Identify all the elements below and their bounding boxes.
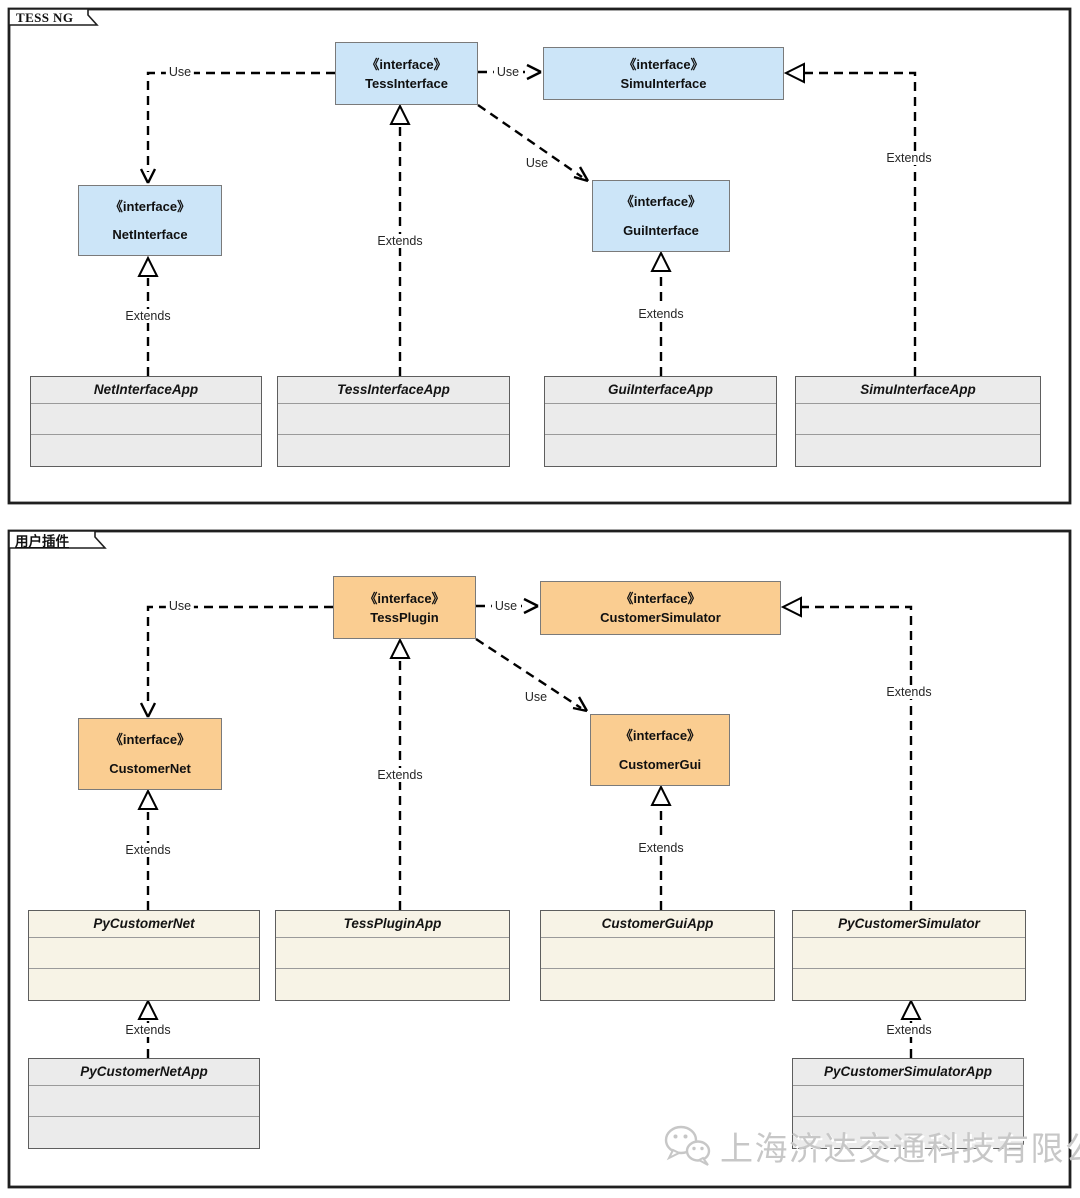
edge-label-use: Use [493, 65, 523, 79]
class-name: PyCustomerSimulator [838, 916, 980, 931]
class-name: TessInterfaceApp [337, 382, 450, 397]
interface-name: CustomerSimulator [600, 610, 721, 625]
watermark-text: 上海济达交通科技有限公司 [720, 1130, 1080, 1167]
class-name: GuiInterfaceApp [607, 382, 713, 397]
class-attributes-compartment [793, 937, 1025, 968]
stereotype-label: 《interface》 [619, 728, 701, 744]
class-attributes-compartment [278, 403, 509, 434]
class-name: CustomerGuiApp [601, 916, 714, 931]
edge-label-extends: Extends [122, 843, 174, 857]
interface-name: NetInterface [112, 227, 188, 242]
class-methods-compartment [278, 434, 509, 466]
stereotype-label: 《interface》 [620, 591, 701, 606]
package-title-user-plugin: 用户插件 [15, 534, 69, 549]
edge-label-extends: Extends [883, 151, 935, 165]
class-name: PyCustomerNet [93, 916, 195, 931]
edge-label-extends: Extends [883, 1023, 935, 1037]
edge-label-use: Use [522, 156, 552, 170]
interface-name: TessPlugin [370, 609, 439, 625]
class-customerguiapp: CustomerGuiApp [540, 910, 775, 1001]
wechat-icon [664, 1125, 711, 1166]
class-name: TessPluginApp [343, 916, 442, 931]
class-methods-compartment [29, 968, 259, 1000]
class-attributes-compartment [545, 403, 776, 434]
edge-extends-tesspluginapp-tessplugin [389, 637, 411, 910]
edge-extends-netinterfaceapp-netinterface [137, 255, 159, 376]
class-name: PyCustomerSimulatorApp [823, 1064, 993, 1079]
edge-label-use: Use [521, 690, 551, 704]
stereotype-label: 《interface》 [109, 732, 191, 748]
edge-label-extends: Extends [635, 307, 687, 321]
interface-simuinterface: 《interface》 SimuInterface [543, 47, 784, 100]
class-simuinterfaceapp: SimuInterfaceApp [795, 376, 1041, 467]
edge-label-extends: Extends [374, 234, 426, 248]
class-methods-compartment [545, 434, 776, 466]
class-methods-compartment [29, 1116, 259, 1148]
interface-tessplugin: 《interface》 TessPlugin [333, 576, 476, 639]
edge-label-extends: Extends [635, 841, 687, 855]
package-frame-tess-ng [7, 7, 1072, 505]
stereotype-label: 《interface》 [364, 590, 445, 606]
class-methods-compartment [796, 434, 1040, 466]
edge-use-tessinterface-guiinterface [477, 104, 590, 183]
package-title-tess-ng: TESS NG [16, 10, 74, 25]
class-methods-compartment [276, 968, 509, 1000]
edge-label-use: Use [491, 599, 521, 613]
class-attributes-compartment [29, 1085, 259, 1116]
edge-extends-pycustomernet-customernet [137, 788, 159, 910]
class-attributes-compartment [29, 937, 259, 968]
class-pycustomernet: PyCustomerNet [28, 910, 260, 1001]
class-name: SimuInterfaceApp [860, 382, 976, 397]
class-attributes-compartment [31, 403, 261, 434]
class-name: PyCustomerNetApp [80, 1064, 208, 1079]
edge-extends-guiinterfaceapp-guiinterface [650, 250, 672, 376]
interface-customersimulator: 《interface》 CustomerSimulator [540, 581, 781, 635]
edge-label-use: Use [165, 65, 195, 79]
class-name: NetInterfaceApp [93, 382, 199, 397]
edge-label-extends: Extends [122, 309, 174, 323]
stereotype-label: 《interface》 [109, 199, 191, 214]
edge-extends-tessinterfaceapp-tessinterface [389, 103, 411, 376]
stereotype-label: 《interface》 [366, 56, 447, 72]
class-pycustomersimulatorapp: PyCustomerSimulatorApp [792, 1058, 1024, 1149]
class-methods-compartment [793, 968, 1025, 1000]
edge-extends-pycustomersimulator-customersimulator [780, 596, 913, 910]
class-attributes-compartment [793, 1085, 1023, 1116]
stereotype-label: 《interface》 [623, 56, 704, 72]
edge-use-tessplugin-customernet [139, 605, 333, 718]
edge-extends-customerguiapp-customergui [650, 784, 672, 910]
class-methods-compartment [793, 1116, 1023, 1148]
class-methods-compartment [541, 968, 774, 1000]
edge-label-use: Use [165, 599, 195, 613]
edge-label-extends: Extends [122, 1023, 174, 1037]
class-pycustomersimulator: PyCustomerSimulator [792, 910, 1026, 1001]
interface-name: GuiInterface [623, 222, 699, 238]
interface-customergui: 《interface》 CustomerGui [590, 714, 730, 786]
interface-name: SimuInterface [620, 75, 707, 91]
interface-netinterface: 《interface》 NetInterface [78, 185, 222, 256]
edge-use-tessinterface-netinterface [139, 71, 335, 184]
class-tesspluginapp: TessPluginApp [275, 910, 510, 1001]
class-netinterfaceapp: NetInterfaceApp [30, 376, 262, 467]
interface-guiinterface: 《interface》 GuiInterface [592, 180, 730, 252]
interface-name: CustomerGui [618, 756, 702, 772]
edge-label-extends: Extends [374, 768, 426, 782]
class-tessinterfaceapp: TessInterfaceApp [277, 376, 510, 467]
interface-name: TessInterface [365, 75, 448, 91]
class-attributes-compartment [541, 937, 774, 968]
package-frame-user-plugin [7, 529, 1072, 1189]
interface-customernet: 《interface》 CustomerNet [78, 718, 222, 790]
class-guiinterfaceapp: GuiInterfaceApp [544, 376, 777, 467]
edge-extends-simuinterfaceapp-simuinterface [783, 62, 917, 376]
edge-use-tessplugin-customergui [475, 637, 589, 713]
interface-tessinterface: 《interface》 TessInterface [335, 42, 478, 105]
class-pycustomernetapp: PyCustomerNetApp [28, 1058, 260, 1149]
watermark: 上海济达交通科技有限公司 [662, 1122, 1080, 1170]
edge-label-extends: Extends [883, 685, 935, 699]
class-attributes-compartment [276, 937, 509, 968]
interface-name: CustomerNet [109, 760, 191, 776]
class-methods-compartment [31, 434, 261, 466]
stereotype-label: 《interface》 [620, 194, 702, 210]
class-attributes-compartment [796, 403, 1040, 434]
